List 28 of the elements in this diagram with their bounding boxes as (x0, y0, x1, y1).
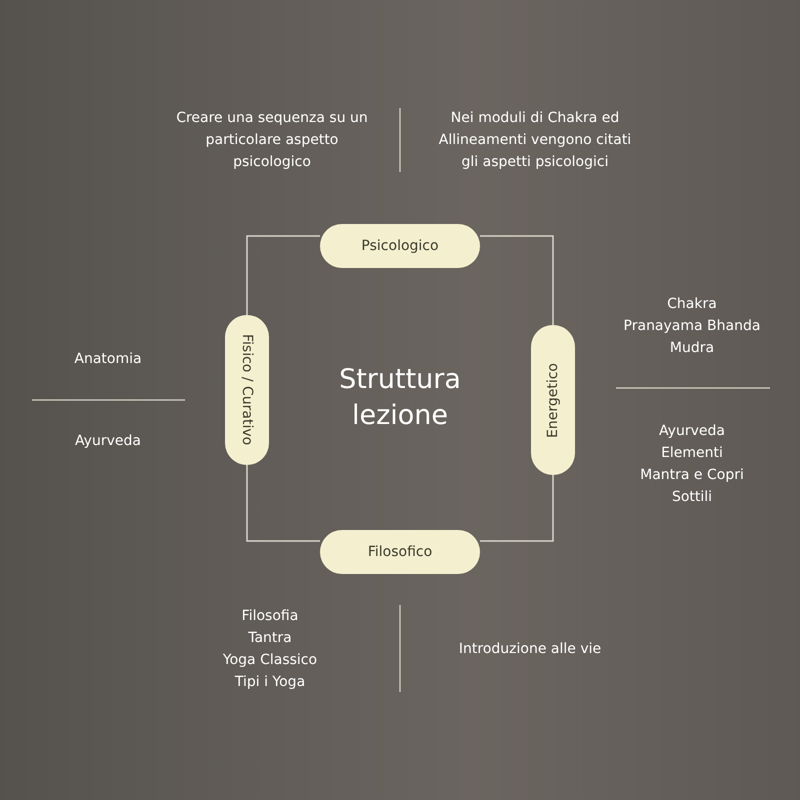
list-item: Anatomia (73, 350, 143, 369)
list-item: Elementi (660, 444, 724, 463)
connector-line (246, 465, 320, 542)
pill-shape (320, 530, 480, 574)
list-item: Ayurveda (74, 432, 142, 451)
list-item: Tipi i Yoga (234, 673, 306, 692)
center-title: Struttura lezione (338, 363, 462, 433)
pill-shape (531, 325, 575, 475)
connector-line (246, 235, 320, 315)
list-item: Yoga Classico (222, 651, 318, 670)
note-text: Creare una sequenza su un particolare aspetto psicologico (175, 109, 369, 172)
pill-shape (225, 315, 269, 465)
list-item: Filosofia (240, 607, 300, 626)
connector-line (480, 475, 554, 542)
connector-line (480, 235, 554, 325)
category-label: Fisico / Curativo (239, 334, 255, 446)
note-text: Nei moduli di Chakra ed Allineamenti vengono citati gli aspetti psicologici (438, 109, 632, 172)
list-item: Mudra (668, 339, 716, 358)
list-item: Chakra (666, 295, 718, 314)
category-label: Energetico (545, 362, 561, 438)
pill-shape (320, 224, 480, 268)
category-label: Filosofico (368, 544, 432, 560)
list-item: Tantra (247, 629, 293, 648)
list-item: Ayurveda (658, 422, 726, 441)
list-item: Introduzione alle vie (458, 640, 602, 659)
list-item: Pranayama Bhanda (622, 317, 762, 336)
list-item: Mantra e Copri Sottili (639, 466, 745, 507)
category-label: Psicologico (361, 238, 439, 254)
